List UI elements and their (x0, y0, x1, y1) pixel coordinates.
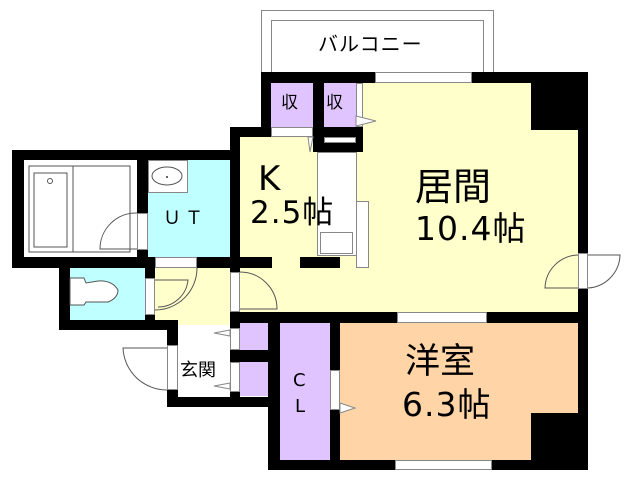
hallway (155, 268, 235, 325)
sliding-door-icon (339, 402, 357, 414)
wall (230, 127, 271, 137)
wall (230, 312, 240, 407)
sliding-door-icon (307, 136, 314, 153)
wall (12, 150, 24, 268)
kitchen-size: 2.5帖 (250, 195, 335, 231)
shoe-storage-upper (240, 323, 268, 350)
door-swing-icon (122, 347, 168, 391)
western-room-size: 6.3帖 (402, 385, 492, 424)
wall (12, 150, 240, 160)
utility-label: ＵＴ (163, 208, 207, 229)
balcony-label: バルコニー (318, 32, 423, 56)
door-opening (230, 328, 240, 350)
toilet-icon (69, 277, 119, 306)
wall (59, 320, 178, 330)
closet (280, 323, 330, 460)
wall (261, 72, 271, 137)
fridge-space (356, 201, 369, 268)
wall (59, 257, 70, 330)
bathtub-outline (28, 165, 131, 253)
living-room-name: 居間 (415, 165, 492, 209)
balcony (271, 20, 484, 74)
door-swing-icon (544, 254, 579, 289)
wall (300, 257, 340, 268)
storage-2-label: 収 (326, 93, 343, 113)
door-opening (356, 83, 363, 127)
door-opening (155, 257, 197, 268)
door-opening (230, 362, 240, 392)
kitchen-name: K (258, 159, 281, 199)
door-swing-icon (239, 271, 278, 310)
storage-1 (271, 83, 313, 127)
wall (137, 150, 148, 268)
shoe-storage-lower (240, 362, 268, 396)
door-swing-icon (155, 279, 189, 308)
door-opening (271, 127, 313, 137)
wall (268, 312, 280, 470)
entrance-label: 玄関 (180, 360, 216, 381)
wash-basin (148, 160, 188, 193)
wall (230, 127, 240, 332)
living-room-size: 10.4帖 (415, 209, 527, 248)
door-opening (145, 278, 155, 315)
closet-label-l: L (295, 396, 306, 417)
storage-2 (324, 83, 356, 127)
bathroom (24, 160, 137, 257)
vent (324, 137, 356, 143)
closet-label-c: C (293, 370, 306, 391)
door-opening (167, 345, 178, 390)
western-room-name: 洋室 (405, 342, 476, 382)
sliding-door-icon (213, 329, 231, 337)
door-swing-icon (587, 254, 621, 289)
door-opening (330, 370, 340, 410)
door-opening (578, 253, 588, 289)
basin-icon (151, 166, 183, 186)
drain-icon (47, 178, 53, 184)
window (395, 460, 492, 470)
wall (240, 350, 270, 362)
storage-1-label: 収 (281, 93, 298, 113)
sliding-door-icon (355, 115, 377, 127)
wall (167, 397, 268, 407)
door-opening (137, 213, 148, 250)
wall (313, 72, 324, 152)
kitchen-sink (320, 232, 353, 254)
wall (531, 72, 588, 130)
window (375, 72, 472, 83)
door-opening (230, 272, 240, 312)
door-swing-icon (154, 267, 198, 311)
faucet-icon (166, 176, 168, 178)
sliding-door-icon (213, 382, 231, 390)
bathtub-icon (33, 172, 68, 248)
window (397, 312, 487, 323)
door-swing-icon (99, 212, 138, 250)
